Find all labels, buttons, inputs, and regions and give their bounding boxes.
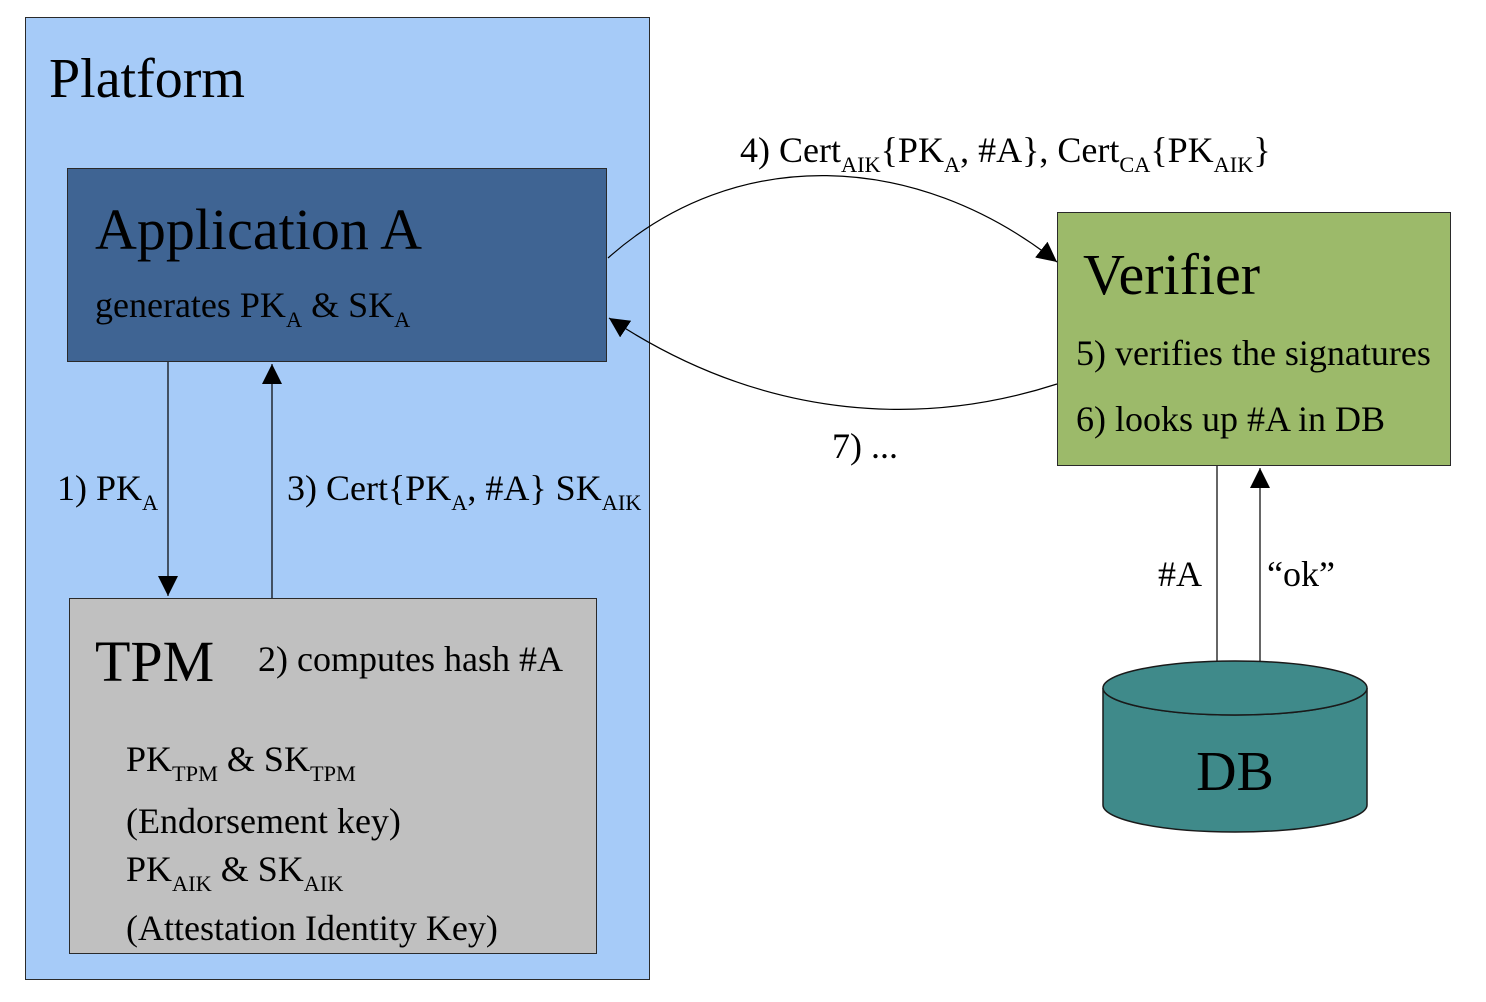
label-step3: 3) Cert{PKA, #A} SKAIK <box>287 468 641 514</box>
tpm-box: TPM 2) computes hash #A PKTPM & SKTPM (E… <box>69 598 597 954</box>
tpm-aik-mid: & SK <box>211 849 304 889</box>
label-step4: 4) CertAIK{PKA, #A}, CertCA{PKAIK} <box>740 130 1271 176</box>
label-step3-mid: , #A} SK <box>467 468 602 508</box>
label-step1-text: 1) PK <box>57 468 143 508</box>
label-step7: 7) ... <box>832 426 898 466</box>
tpm-ek-sk-sub: TPM <box>309 761 356 787</box>
tpm-ek-pk: PK <box>126 739 173 779</box>
verifier-step6: 6) looks up #A in DB <box>1076 399 1386 439</box>
tpm-aik-pk: PK <box>126 849 173 889</box>
db-cylinder-top <box>1102 660 1368 716</box>
arrow-app-to-verifier <box>607 175 1058 263</box>
tpm-ek-pk-sub: TPM <box>172 761 218 787</box>
verifier-box: Verifier 5) verifies the signatures 6) l… <box>1057 212 1451 466</box>
tpm-title: TPM <box>95 629 215 694</box>
label-step3-sub1: A <box>451 490 468 516</box>
label-step4-s1: AIK <box>840 152 881 178</box>
label-step1-sub: A <box>142 490 159 516</box>
application-desc-sub2: A <box>394 307 411 333</box>
label-step4-p5: } <box>1253 130 1271 170</box>
application-box: Application A generates PKA & SKA <box>67 168 607 362</box>
tpm-aik-desc: (Attestation Identity Key) <box>126 908 498 948</box>
application-desc-sub1: A <box>285 307 303 333</box>
application-desc-pre: generates PK <box>95 285 286 325</box>
label-step4-s3: CA <box>1119 152 1151 178</box>
db-label: DB <box>1196 741 1274 803</box>
arrow-verifier-to-app <box>608 317 1058 410</box>
platform-title: Platform <box>49 48 245 110</box>
tpm-endorsement-desc: (Endorsement key) <box>126 801 401 841</box>
label-step4-p2: {PK <box>880 130 944 170</box>
label-step1: 1) PKA <box>57 468 158 514</box>
db-cylinder <box>1102 660 1368 833</box>
label-step3-sub2: AIK <box>601 490 642 516</box>
application-title: Application A <box>95 197 423 262</box>
label-ok-reply: “ok” <box>1267 554 1335 594</box>
verifier-step5: 5) verifies the signatures <box>1076 333 1431 373</box>
label-step4-p3: , #A}, Cert <box>960 130 1120 170</box>
application-desc-mid: & SK <box>302 285 395 325</box>
tpm-step2: 2) computes hash #A <box>258 639 563 679</box>
label-step4-p4: {PK <box>1150 130 1214 170</box>
tpm-aik: PKAIK & SKAIK <box>126 849 343 895</box>
application-desc: generates PKA & SKA <box>95 285 410 331</box>
tpm-aik-sk-sub: AIK <box>303 871 344 897</box>
tpm-ek-mid: & SK <box>217 739 310 779</box>
tpm-endorsement-key: PKTPM & SKTPM <box>126 739 356 785</box>
label-step4-s2: A <box>943 152 961 178</box>
label-step4-s4: AIK <box>1213 152 1254 178</box>
label-hash-query: #A <box>1158 554 1202 594</box>
verifier-title: Verifier <box>1083 242 1261 307</box>
label-step4-p1: 4) Cert <box>740 130 841 170</box>
tpm-aik-pk-sub: AIK <box>172 871 212 897</box>
label-step3-pre: 3) Cert{PK <box>287 468 452 508</box>
